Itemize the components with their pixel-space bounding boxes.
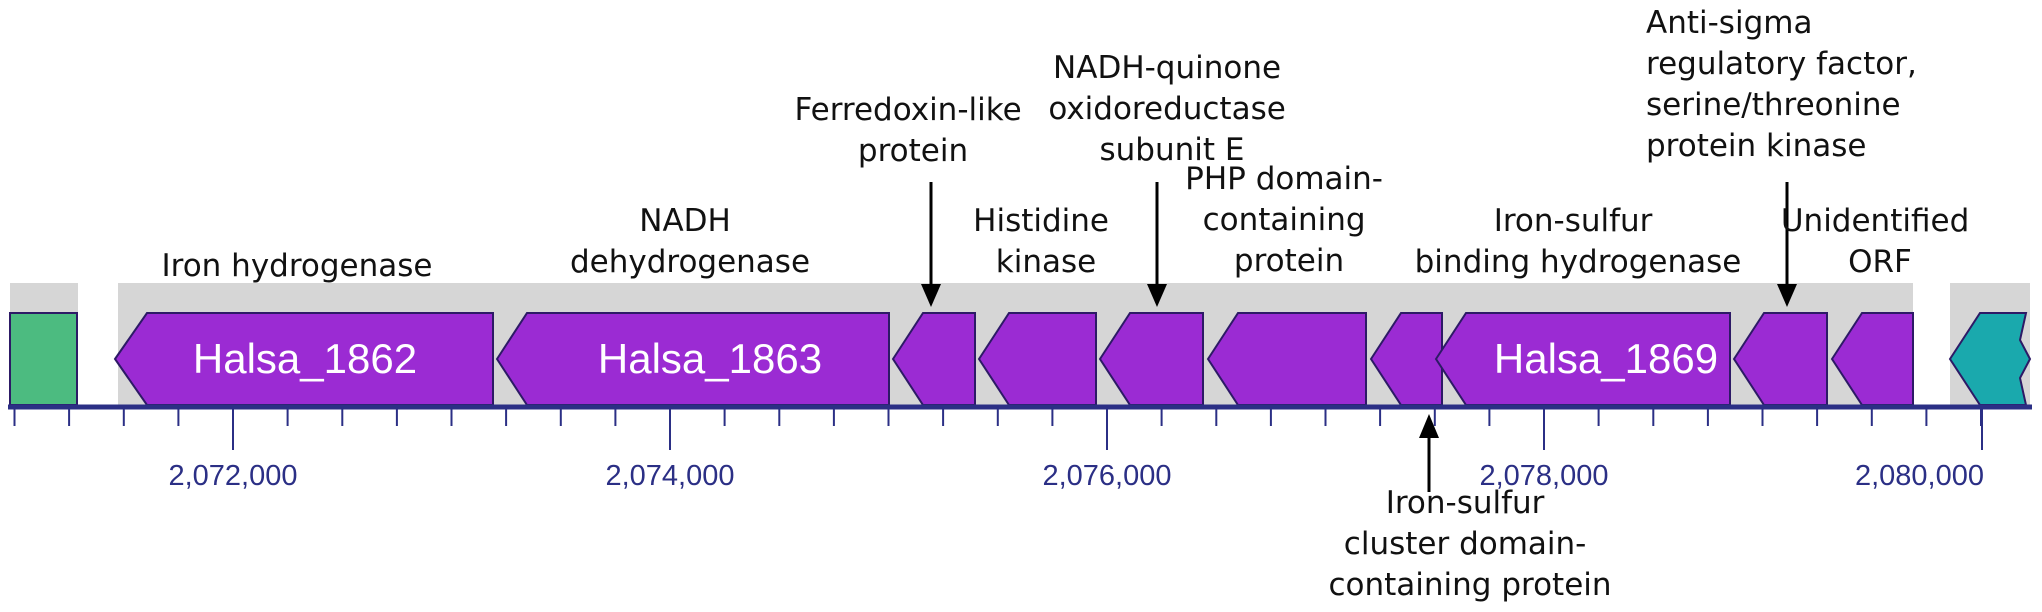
axis-tick-label: 2,076,000 <box>1042 460 1171 492</box>
gene-anti-sigma[interactable] <box>1732 312 1828 406</box>
track-gap-white <box>1913 283 1950 405</box>
annotation-ferredoxin-like: Ferredoxin-like protein <box>794 92 1031 169</box>
gene-php-domain[interactable] <box>1206 312 1367 406</box>
pointer-arrows <box>921 182 1797 492</box>
axis-tick-label: 2,080,000 <box>1855 460 1984 492</box>
annotation-iron-hydrogenase: Iron hydrogenase <box>162 248 433 284</box>
gene-ferredoxin-like[interactable] <box>891 312 976 406</box>
gene-label-halsa-1863: Halsa_1863 <box>598 335 822 382</box>
gene-label-halsa-1862: Halsa_1862 <box>193 335 417 382</box>
arrowhead <box>1777 284 1797 307</box>
coordinate-axis: 2,072,000 2,074,000 2,076,000 2,078,000 … <box>8 404 2032 492</box>
axis-tick-label: 2,072,000 <box>168 460 297 492</box>
annotation-histidine-kinase: Histidine kinase <box>973 203 1119 280</box>
gene-track: Halsa_1862 Halsa_1863 Halsa_1869 <box>9 312 2032 406</box>
axis-tick-label: 2,078,000 <box>1479 460 1608 492</box>
annotations: Iron hydrogenase NADH dehydrogenase Ferr… <box>162 5 1979 603</box>
arrowhead <box>1419 414 1439 438</box>
left-partial-gene[interactable] <box>9 312 78 406</box>
annotation-nadh-dehydrogenase: NADH dehydrogenase <box>570 203 810 280</box>
arrowhead <box>921 284 941 307</box>
gene-label-halsa-1869: Halsa_1869 <box>1494 335 1718 382</box>
annotation-nadh-quinone: NADH-quinone oxidoreductase subunit E <box>1048 50 1295 168</box>
annotation-iron-sulfur-cluster: Iron-sulfur cluster domain- containing p… <box>1328 485 1611 603</box>
annotation-unidentified-orf: Unidentified ORF <box>1781 203 1979 280</box>
gene-nadh-quinone[interactable] <box>1098 312 1204 406</box>
gene-histidine-kinase[interactable] <box>977 312 1097 406</box>
arrowhead <box>1147 284 1167 307</box>
annotation-iron-sulfur-binding-hydrogenase: Iron-sulfur binding hydrogenase <box>1415 203 1742 280</box>
gene-unidentified-orf[interactable] <box>1830 312 1914 406</box>
track-bg-left <box>10 283 78 313</box>
annotation-anti-sigma: Anti-sigma regulatory factor, serine/thr… <box>1646 5 1927 164</box>
axis-tick-label: 2,074,000 <box>605 460 734 492</box>
annotation-php-domain: PHP domain- containing protein <box>1185 161 1393 279</box>
minor-ticks <box>13 407 1982 426</box>
gene-halsa-1862[interactable] <box>113 312 494 406</box>
gene-halsa-1869[interactable] <box>1434 312 1731 406</box>
gene-halsa-1863[interactable] <box>495 312 890 406</box>
